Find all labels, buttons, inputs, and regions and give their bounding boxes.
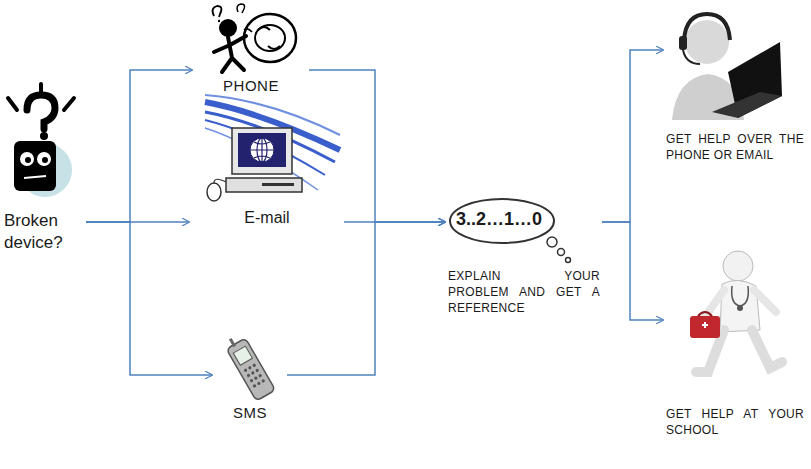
cellphone-icon [223, 332, 276, 401]
flow-arrow [86, 222, 212, 375]
flow-arrow [602, 222, 663, 320]
outcome-label: GET HELP OVER THE PHONE OR EMAIL [666, 0, 804, 163]
node-label: E-mail [192, 208, 342, 229]
node-label: EXPLAIN YOUR PROBLEM AND GET A REFERENCE [448, 269, 600, 316]
flow-arrow [309, 70, 445, 222]
device-label: Broken device? [4, 85, 84, 254]
thought-bubble [450, 199, 571, 263]
channel-label: E-mail [192, 95, 342, 229]
phone-icon [213, 4, 296, 72]
flow-arrow [602, 50, 663, 222]
node-label: SMS [215, 403, 285, 423]
node-label: PHONE [195, 76, 307, 96]
flow-arrow [287, 222, 445, 375]
node-label: GET HELP OVER THE PHONE OR EMAIL [666, 132, 804, 163]
channel-label: PHONE [195, 8, 307, 96]
broken-device-icon [8, 84, 74, 197]
countdown-text: 3..2…1…0 [448, 208, 600, 231]
outcome-label: GET HELP AT YOUR SCHOOL [666, 245, 804, 438]
helpdesk-person-icon [672, 14, 782, 120]
channel-label: SMS [215, 335, 285, 423]
reference-step: 3..2…1…0EXPLAIN YOUR PROBLEM AND GET A R… [448, 200, 600, 316]
node-label: Broken device? [4, 210, 84, 254]
email-icon [205, 95, 340, 201]
node-label: GET HELP AT YOUR SCHOOL [666, 407, 804, 438]
doctor-icon [690, 251, 782, 372]
flow-arrow [86, 70, 192, 222]
